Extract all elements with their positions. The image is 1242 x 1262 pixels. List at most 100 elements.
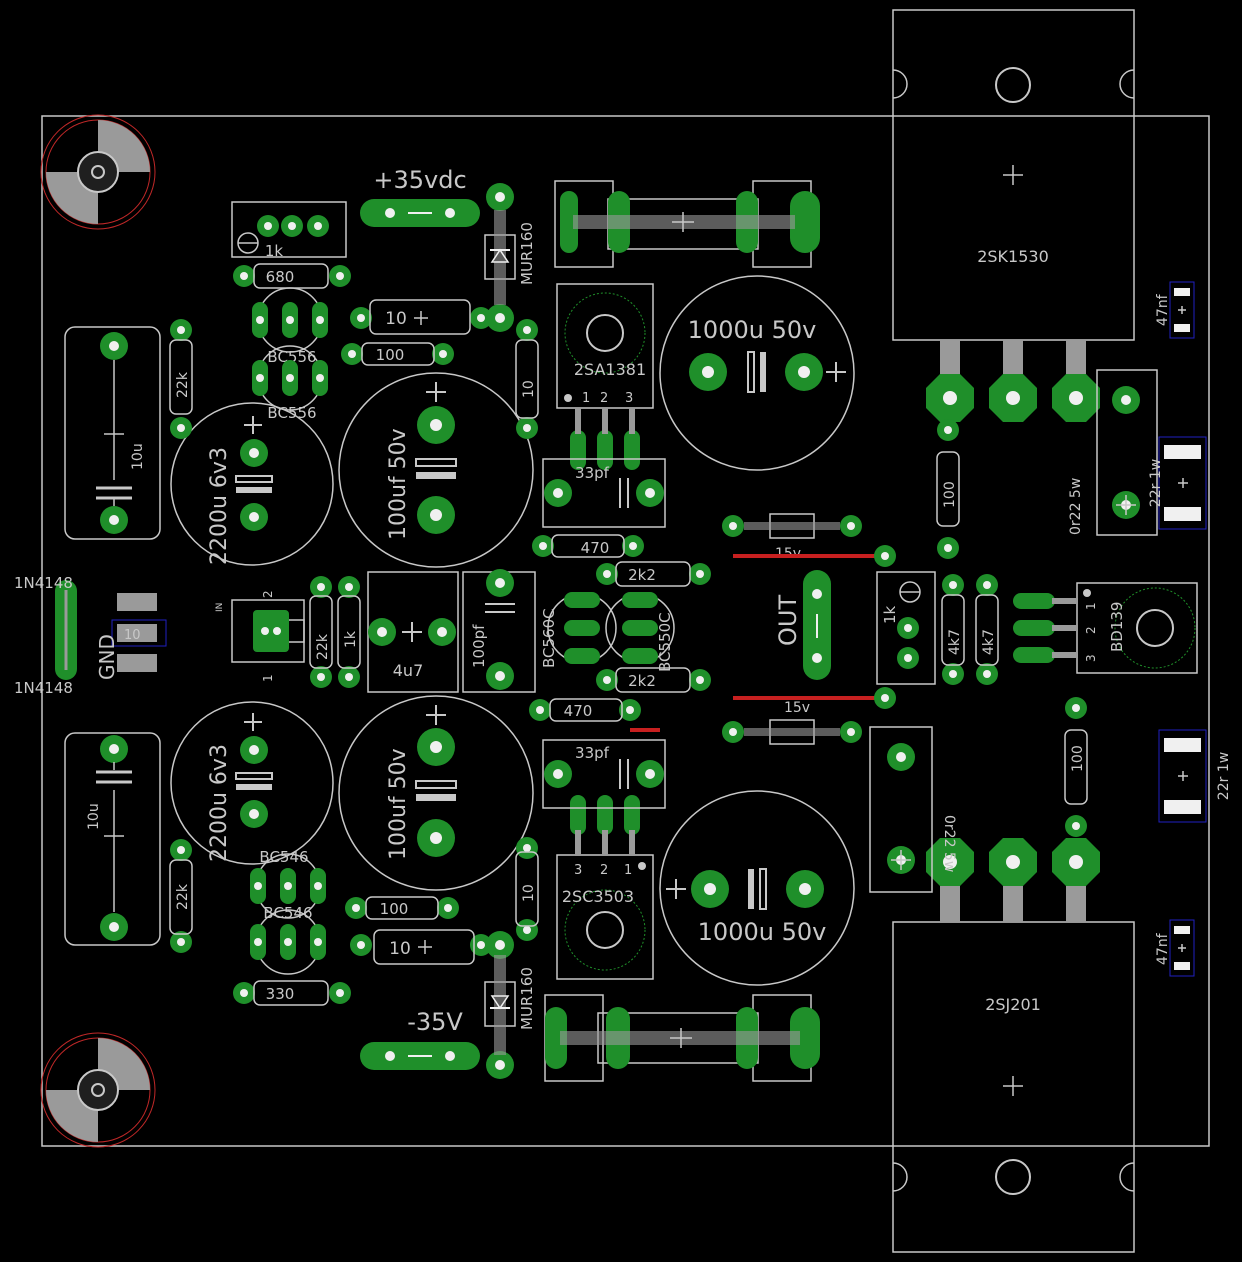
res-22k-left-top: 22k [169,319,193,439]
label-2k2-bottom: 2k2 [628,672,656,690]
pin-label: 3 [625,391,633,406]
pin-label: 1 [1084,602,1098,610]
res-0r22-top: 0r22 5w [1068,369,1158,536]
zener-15v-top: 15v [722,513,885,562]
mosfet-2sj201: 2SJ201 [892,838,1135,1253]
transistor-bc550c: BC550C [605,592,675,672]
res-1k-input: 1k [337,576,361,688]
label-22k-input: 22k [315,633,331,660]
label-cap-2200u-top: 2200u 6v3 [207,447,232,565]
res-4k7-b: 4k7 [975,574,999,685]
label-2sj201: 2SJ201 [985,995,1041,1014]
pin-label: 3 [1084,654,1098,662]
label-bc550c: BC550C [656,612,674,672]
label-cap-10u-top: 10u [130,443,146,470]
pin-label: 2 [261,590,275,598]
res-470-bottom: 470 [529,698,641,722]
label-10-bottom: 10 [389,939,411,959]
trimpot-1k-top: 1k [231,201,347,260]
transistor-bc546-b: BC546 [250,904,326,975]
label-100-gate-top: 100 [942,481,958,508]
label-470-top: 470 [581,539,610,557]
label-100-bottom: 100 [380,900,409,918]
label-33pf-top: 33pf [575,464,610,482]
label-4u7: 4u7 [393,661,424,680]
label-47nf-top: 47nf [1155,293,1171,326]
label-2sa1381: 2SA1381 [574,360,646,379]
label-mur160-bottom: MUR160 [518,967,536,1030]
label-r-gnd: 10 [124,628,141,643]
label-supply-neg: -35V [407,1008,463,1036]
supply-pos-connector: +35vdc [360,166,480,227]
cap-2200u-top: 2200u 6v3 [170,402,334,566]
label-0r22-bottom: 0r22 5w [941,815,957,872]
label-1n4148-top: 1N4148 [14,574,73,592]
transistor-bc546-a: BC546 [250,848,326,919]
label-330: 330 [266,985,295,1003]
label-cap-1000u-top: 1000u 50v [688,316,817,344]
res-22k-input: 22k [309,576,333,688]
transistor-2sa1381: 2SA1381 1 2 3 [556,283,654,470]
res-100-gate-bottom: 100 [1064,697,1088,837]
trimpot-1k-bias: 1k [874,545,936,709]
cap-smd-47nf-top: 47nf [1155,281,1195,339]
cap-100uf-bottom: 100uf 50v [338,695,534,891]
label-mur160-top: MUR160 [518,222,536,285]
diode-mur160-top: MUR160 [484,183,536,332]
label-22r-top: 22r 1w [1148,459,1164,507]
cap-smd-47nf-bottom: 47nf [1155,919,1195,977]
label-bc546-a: BC546 [259,848,308,866]
label-supply-pos: +35vdc [373,166,466,194]
label-100-top: 100 [376,346,405,364]
label-470-bottom: 470 [564,702,593,720]
label-cap-100uf-top: 100uf 50v [386,428,411,540]
mosfet-2sk1530: 2SK1530 [892,9,1135,422]
label-10-top: 10 [385,309,407,329]
pin-label: 3 [574,863,582,878]
label-1n4148-bottom: 1N4148 [14,679,73,697]
label-4k7-b: 4k7 [981,629,997,655]
label-in: IN [215,603,225,612]
cap-10u-top: 10u [64,326,161,540]
diode-1n4148-group: 1N4148 1N4148 10 GND [14,574,167,697]
label-trim-1k-top: 1k [265,242,284,260]
label-cap-2200u-bottom: 2200u 6v3 [207,744,232,862]
res-0r22-bottom: 0r22 5w [869,726,957,893]
label-2sk1530: 2SK1530 [977,247,1049,266]
cap-33pf-top: 33pf [542,458,666,528]
cap-100pf: 100pf [462,569,536,693]
label-100-gate-bottom: 100 [1070,745,1086,772]
res-10-top: 10 [350,299,492,335]
res-330: 330 [233,980,351,1006]
label-22r-bottom: 22r 1w [1216,752,1232,800]
pin-label: 1 [261,674,275,682]
label-bc556-a: BC556 [267,348,316,366]
label-47nf-bottom: 47nf [1155,932,1171,965]
label-bd139: BD139 [1108,602,1126,652]
pin-label: 1 [624,863,632,878]
mount-hole-top [40,114,156,230]
label-bc560c: BC560C [540,608,558,668]
pin-label: 2 [600,391,608,406]
res-4k7-a: 4k7 [941,574,965,685]
diode-mur160-bottom: MUR160 [484,931,536,1079]
transistor-bc556-a: BC556 [252,287,328,366]
pin-label: 2 [1084,626,1098,634]
cap-33pf-bottom: 33pf [542,739,666,809]
label-cap-100uf-bottom: 100uf 50v [386,748,411,860]
label-100pf: 100pf [470,624,488,668]
label-cap-10u-bottom: 10u [86,803,102,830]
label-10v-bottom: 10 [521,884,537,902]
pin-label: 1 [582,391,590,406]
res-10-vertical-top: 10 [515,319,539,439]
mount-hole-bottom [40,1032,156,1148]
cap-1000u-top: 1000u 50v [659,275,855,471]
fuse-holder-top [554,180,820,268]
res-smd-22r-top: 22r 1w [1148,436,1207,530]
label-10v-top: 10 [521,380,537,398]
label-cap-1000u-bottom: 1000u 50v [698,918,827,946]
output-connector: OUT [774,570,831,680]
cap-10u-bottom: 10u [64,732,161,946]
label-out: OUT [774,595,802,646]
